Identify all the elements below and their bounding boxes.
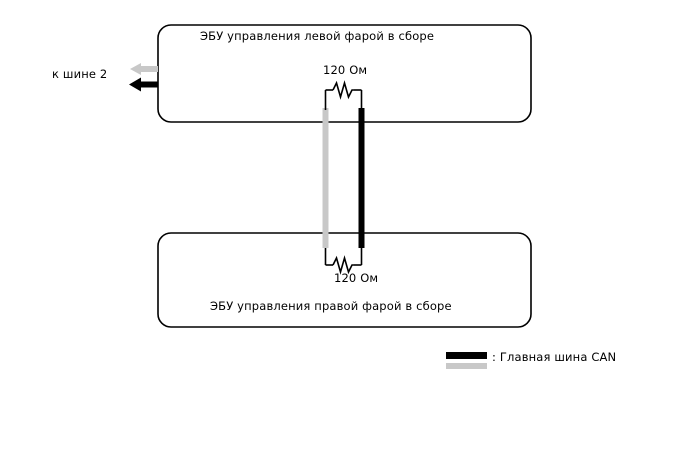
can-low-wire-upper-stub (322, 108, 329, 126)
can-bus-wires-upper-overlap (322, 108, 365, 126)
ecu-right-box-outline (157, 232, 532, 328)
ecu-right-label: ЭБУ управления правой фарой в сборе (210, 299, 452, 313)
legend-label: : Главная шина CAN (492, 350, 617, 364)
bus-arrows (129, 63, 158, 92)
can-high-wire-upper-stub (358, 108, 365, 126)
bus-connection-label: к шине 2 (52, 67, 108, 81)
can-low-vertical-wire (322, 110, 329, 246)
can-high-wire-lower-stub (358, 228, 365, 248)
ecu-left-box (157, 24, 532, 123)
can-low-wire-lower-stub (322, 228, 329, 248)
can-bus-wires-lower-overlap (322, 228, 365, 248)
legend-swatches (446, 352, 487, 369)
legend-can-high-swatch (446, 352, 487, 359)
can-high-vertical-wire (358, 110, 365, 246)
legend-can-low-swatch (446, 363, 487, 369)
arrow-left-black-icon (129, 77, 158, 92)
resistor-top (324, 80, 363, 110)
resistor-bottom-value-label: 120 Ом (334, 271, 379, 285)
resistor-top-value-label: 120 Ом (323, 63, 368, 77)
ecu-left-label: ЭБУ управления левой фарой в сборе (200, 29, 435, 43)
ecu-left-box-outline (157, 24, 532, 123)
arrow-left-gray-icon (130, 63, 158, 75)
ecu-right-box (157, 232, 532, 328)
can-bus-wires (322, 110, 365, 246)
resistor-bottom (324, 248, 363, 275)
